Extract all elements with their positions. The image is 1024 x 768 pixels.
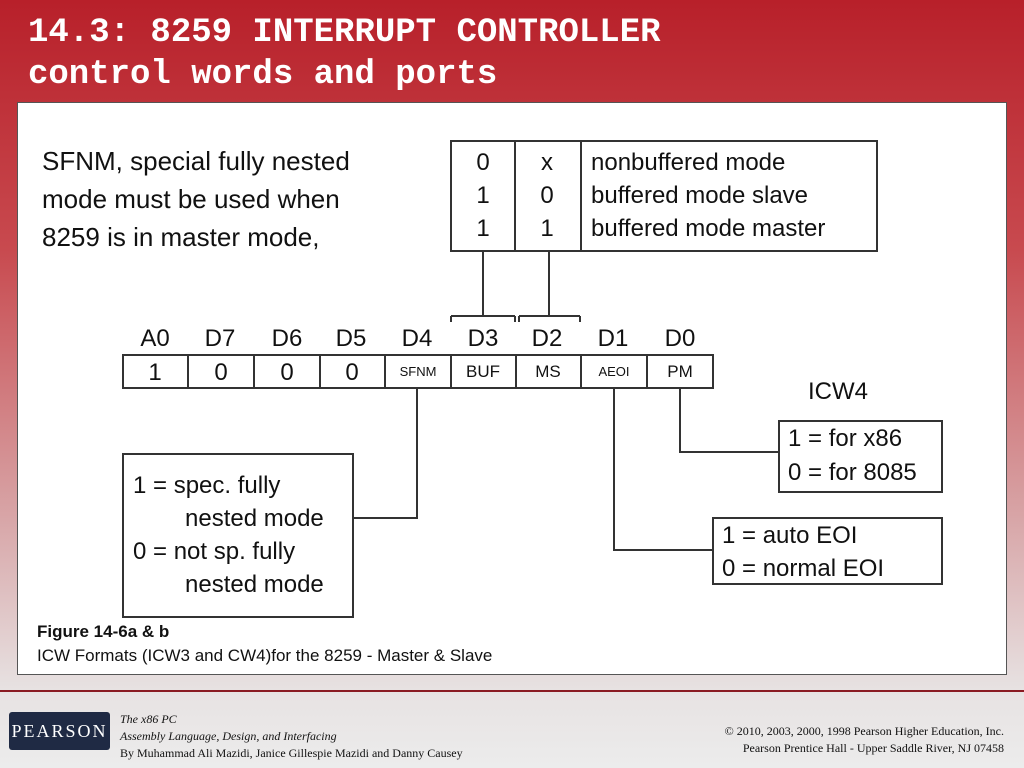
book-title: The x86 PC: [120, 712, 177, 726]
cell-d0-pm: PM: [667, 362, 693, 381]
sfnm-box-line-2: nested mode: [185, 505, 324, 532]
mode-description-row-2: buffered mode slave: [591, 182, 808, 209]
buffer-table-rows: 0 x nonbuffered mode 1 0 buffered mode s…: [476, 149, 825, 242]
book-authors: By Muhammad Ali Mazidi, Janice Gillespie…: [120, 746, 463, 760]
sfnm-box-line-3: 0 = not sp. fully: [133, 538, 295, 565]
bit-header-d0: D0: [665, 325, 696, 352]
table-connectors: [450, 251, 581, 322]
cell-d2-ms: MS: [535, 362, 561, 381]
bit-header-d6: D6: [272, 325, 303, 352]
cell-d1-aeoi: AEOI: [598, 364, 629, 379]
register-bit-headers: A0 D7 D6 D5 D4 D3 D2 D1 D0: [140, 325, 695, 352]
aeoi-connector: [613, 388, 713, 551]
bit-header-d2: D2: [532, 325, 563, 352]
copyright-notice: © 2010, 2003, 2000, 1998 Pearson Higher …: [725, 723, 1004, 757]
sfnm-box-line-1: 1 = spec. fully: [133, 472, 280, 499]
pm-connector: [679, 388, 779, 453]
cell-d6: 0: [280, 359, 293, 386]
buf-value-row-3: 1: [476, 215, 489, 242]
slide-title: 14.3: 8259 INTERRUPT CONTROLLER control …: [28, 12, 661, 96]
sfnm-box-line-4: nested mode: [185, 571, 324, 598]
bit-header-d5: D5: [336, 325, 367, 352]
figure-caption: Figure 14-6a & b ICW Formats (ICW3 and C…: [37, 620, 492, 668]
pm-box-line-2: 0 = for 8085: [788, 459, 917, 486]
sfnm-box: [122, 453, 354, 618]
bit-header-d1: D1: [598, 325, 629, 352]
pearson-logo: PEARSON: [9, 712, 110, 750]
ms-value-row-1: x: [541, 149, 553, 176]
bit-header-a0: A0: [140, 325, 169, 352]
cell-d3-buf: BUF: [466, 362, 500, 381]
aeoi-box-line-2: 0 = normal EOI: [722, 555, 884, 582]
ms-value-row-3: 1: [540, 215, 553, 242]
sfnm-note: SFNM, special fully nested mode must be …: [42, 142, 432, 256]
cell-d5: 0: [345, 359, 358, 386]
figure-caption-title: Figure 14-6a & b: [37, 622, 170, 641]
register-values: 1 0 0 0 SFNM BUF MS AEOI PM: [148, 359, 692, 386]
cell-d4-sfnm: SFNM: [400, 364, 437, 379]
mode-description-row-1: nonbuffered mode: [591, 149, 785, 176]
mode-description-row-3: buffered mode master: [591, 215, 825, 242]
copyright-line-2: Pearson Prentice Hall - Upper Saddle Riv…: [742, 741, 1004, 755]
figure-caption-text: ICW Formats (ICW3 and CW4)for the 8259 -…: [37, 646, 493, 665]
copyright-line-1: © 2010, 2003, 2000, 1998 Pearson Higher …: [724, 724, 1004, 738]
sfnm-note-line-3: 8259 is in master mode,: [42, 222, 320, 252]
sfnm-note-line-2: mode must be used when: [42, 184, 340, 214]
sfnm-note-line-1: SFNM, special fully nested: [42, 146, 350, 176]
book-subtitle: Assembly Language, Design, and Interfaci…: [120, 729, 337, 743]
bit-header-d7: D7: [205, 325, 236, 352]
book-info: The x86 PC Assembly Language, Design, an…: [120, 711, 463, 762]
cell-d7: 0: [214, 359, 227, 386]
cell-a0: 1: [148, 359, 161, 386]
footer-divider: [0, 690, 1024, 692]
buffer-mode-table: [450, 140, 878, 252]
slide-title-line-2: control words and ports: [28, 56, 498, 94]
buf-value-row-2: 1: [476, 182, 489, 209]
pm-box: [778, 420, 943, 493]
aeoi-box: [712, 517, 943, 585]
pm-box-line-1: 1 = for x86: [788, 425, 902, 452]
slide-title-line-1: 14.3: 8259 INTERRUPT CONTROLLER: [28, 14, 661, 52]
register-name: ICW4: [808, 378, 868, 405]
aeoi-box-line-1: 1 = auto EOI: [722, 522, 857, 549]
bit-header-d4: D4: [402, 325, 433, 352]
buf-value-row-1: 0: [476, 149, 489, 176]
ms-value-row-2: 0: [540, 182, 553, 209]
bit-header-d3: D3: [468, 325, 499, 352]
sfnm-connector: [353, 388, 418, 519]
